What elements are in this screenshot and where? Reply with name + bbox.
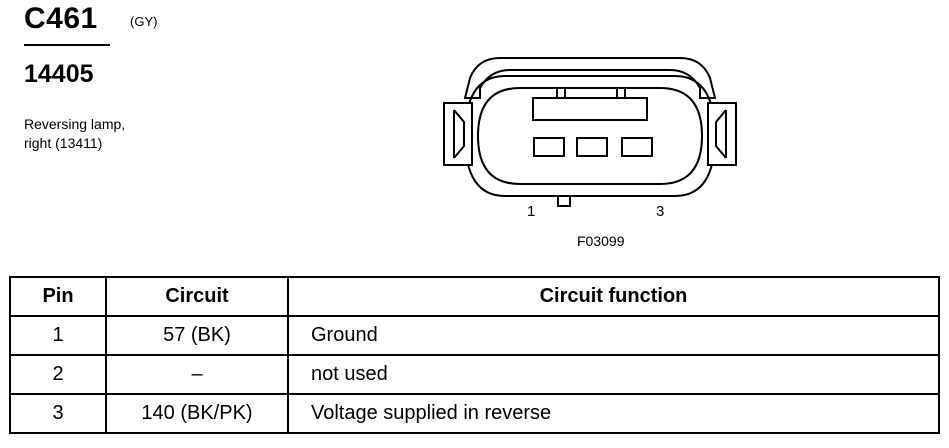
- pin-cell: 1: [9, 315, 107, 356]
- description-line-1: Reversing lamp,: [24, 116, 126, 132]
- left-latch-detail: [453, 109, 465, 159]
- pin-cell: 2: [9, 354, 107, 395]
- pin-label-right: 3: [656, 203, 665, 220]
- circuit-cell: 57 (BK): [105, 315, 289, 356]
- key-tab-left: [556, 87, 566, 99]
- function-cell: Ground: [287, 315, 940, 356]
- figure-code: F03099: [577, 233, 625, 249]
- connector-description: Reversing lamp, right (13411): [24, 115, 125, 153]
- connector-outer-shell: [463, 57, 717, 99]
- table-row: 3 140 (BK/PK) Voltage supplied in revers…: [9, 393, 940, 434]
- circuit-cell: –: [105, 354, 289, 395]
- table-header-row: Pin Circuit Circuit function: [9, 276, 940, 317]
- table-row: 2 – not used: [9, 354, 940, 395]
- connector-body: [463, 75, 717, 197]
- right-latch: [707, 102, 737, 166]
- header-circuit-function: Circuit function: [287, 276, 940, 317]
- right-latch-detail: [715, 109, 727, 159]
- connector-inner-face: [476, 87, 704, 185]
- connector-id: C461: [24, 2, 98, 35]
- bottom-locator: [557, 196, 571, 207]
- connector-face-diagram: [443, 57, 737, 207]
- connector-id-underline: [24, 44, 110, 46]
- left-latch: [443, 102, 473, 166]
- terminal-cavity-2: [576, 137, 608, 157]
- header-pin: Pin: [9, 276, 107, 317]
- pin-table: Pin Circuit Circuit function 1 57 (BK) G…: [9, 276, 940, 434]
- key-tab-right: [616, 87, 626, 99]
- terminal-cavity-3: [621, 137, 653, 157]
- color-code: (GY): [130, 14, 158, 29]
- function-cell: not used: [287, 354, 940, 395]
- terminal-cavity-1: [533, 137, 565, 157]
- description-line-2: right (13411): [24, 135, 103, 151]
- table-row: 1 57 (BK) Ground: [9, 315, 940, 356]
- key-slot: [532, 97, 648, 121]
- part-number: 14405: [24, 60, 94, 88]
- function-cell: Voltage supplied in reverse: [287, 393, 940, 434]
- header-circuit: Circuit: [105, 276, 289, 317]
- pin-label-left: 1: [527, 203, 536, 220]
- pin-cell: 3: [9, 393, 107, 434]
- circuit-cell: 140 (BK/PK): [105, 393, 289, 434]
